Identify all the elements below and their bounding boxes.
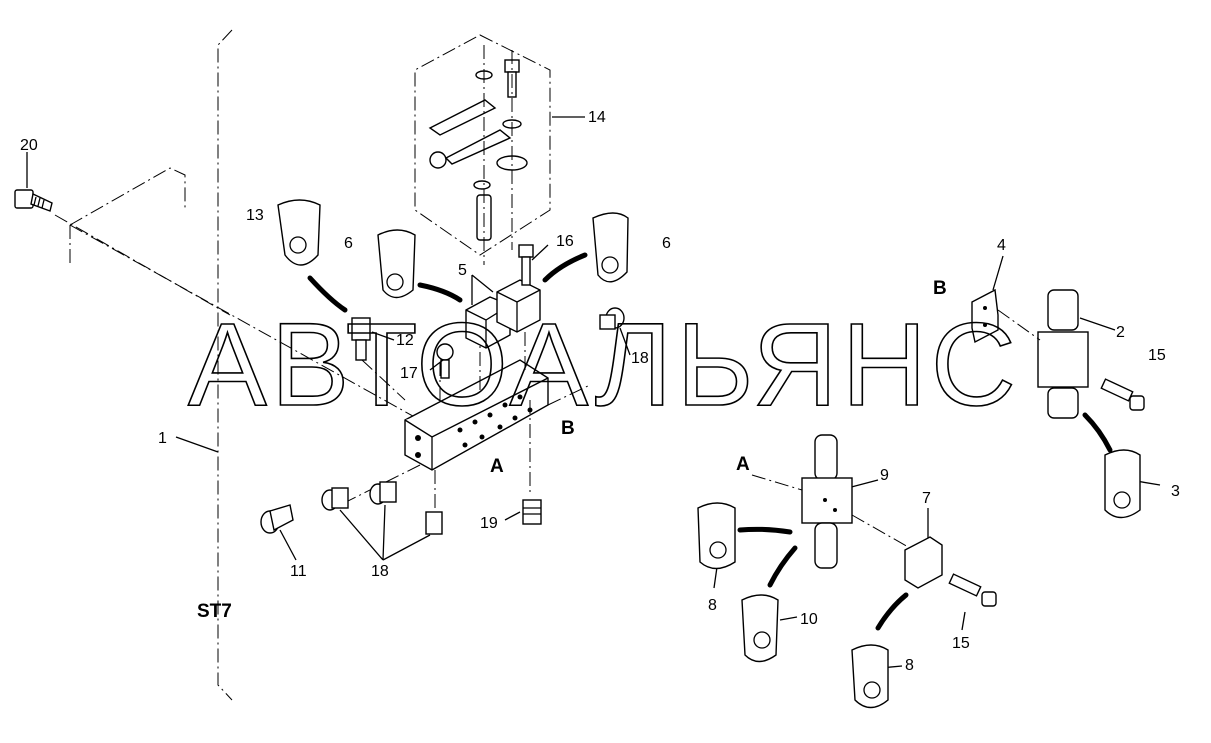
label-19: 19 [480, 515, 498, 532]
label-6-right: 6 [662, 235, 671, 252]
label-17: 17 [400, 365, 418, 382]
label-3: 3 [1171, 483, 1180, 500]
label-5: 5 [458, 262, 467, 279]
bracket-outline [54, 167, 421, 421]
label-16: 16 [556, 233, 574, 250]
label-port-b-right: B [933, 278, 947, 299]
sealant-tube-part-10 [741, 594, 779, 663]
label-4: 4 [997, 237, 1006, 254]
label-15-bottom: 15 [952, 635, 970, 652]
sealant-tube-part-6-right [592, 212, 629, 283]
plate-part-4 [971, 288, 999, 344]
label-port-b-left: B [561, 418, 575, 439]
fitting-part-18-top [599, 307, 625, 330]
plug-part-11 [260, 504, 294, 534]
watermark-text: АВТОАЛЬЯНС [188, 299, 1020, 431]
plate-part-7 [904, 536, 943, 589]
bolt-part-20 [14, 189, 53, 212]
label-13: 13 [246, 207, 264, 224]
label-9: 9 [880, 467, 889, 484]
label-st7: ST7 [197, 601, 232, 622]
label-8-left: 8 [708, 597, 717, 614]
plug-part-17 [436, 343, 454, 379]
sealant-tube-part-6-left [377, 229, 416, 299]
bolt-part-15-bottom [948, 573, 997, 607]
label-12: 12 [396, 332, 414, 349]
block-part-5 [465, 279, 541, 349]
sealant-tube-part-13 [277, 199, 321, 266]
sealant-tube-part-3 [1104, 449, 1141, 519]
switch-part-12 [351, 317, 406, 401]
label-2: 2 [1116, 324, 1125, 341]
solenoid-valve-part-2 [997, 289, 1089, 419]
sealant-tube-part-8-right [851, 644, 889, 709]
label-port-a-left: A [490, 456, 504, 477]
boundary-line [217, 29, 233, 701]
label-14: 14 [588, 109, 606, 126]
label-15-right: 15 [1148, 347, 1166, 364]
label-port-a-right: A [736, 454, 750, 475]
label-1: 1 [158, 430, 167, 447]
application-arrows [307, 252, 1113, 631]
label-20: 20 [20, 137, 38, 154]
label-18-top: 18 [631, 350, 649, 367]
fitting-part-19 [522, 499, 542, 525]
sealant-tube-part-8-left [697, 502, 736, 570]
manifold-block-part-1 [329, 270, 591, 511]
valve-part-9 [751, 434, 911, 569]
label-11: 11 [290, 563, 307, 580]
label-7: 7 [922, 490, 931, 507]
label-18-bottom: 18 [371, 563, 389, 580]
fittings-part-18-bottom [321, 481, 443, 535]
label-6-left: 6 [344, 235, 353, 252]
label-10: 10 [800, 611, 818, 628]
bolt-part-15-right [1100, 378, 1145, 411]
callout-labels: 20 13 6 5 16 6 14 12 17 18 1 B A 11 18 1… [20, 109, 1180, 674]
bolt-part-16 [518, 244, 534, 286]
lever-kit-part-14 [414, 34, 551, 265]
label-8-right: 8 [905, 657, 914, 674]
